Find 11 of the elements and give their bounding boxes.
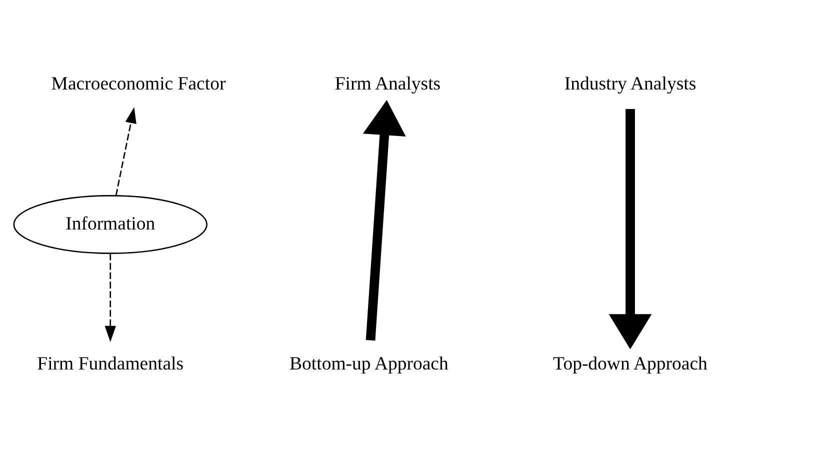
node-text: Macroeconomic Factor [51,73,226,94]
node-text: Bottom-up Approach [290,353,448,374]
arrow [362,100,406,341]
node-ellipse: Information [13,195,208,254]
arrow [608,108,652,350]
arrow [115,107,136,196]
node-text: Industry Analysts [564,73,696,94]
node-text: Top-down Approach [553,353,708,374]
node-text: Firm Analysts [334,73,441,94]
arrow [104,254,116,342]
node-text: Firm Fundamentals [37,353,184,374]
